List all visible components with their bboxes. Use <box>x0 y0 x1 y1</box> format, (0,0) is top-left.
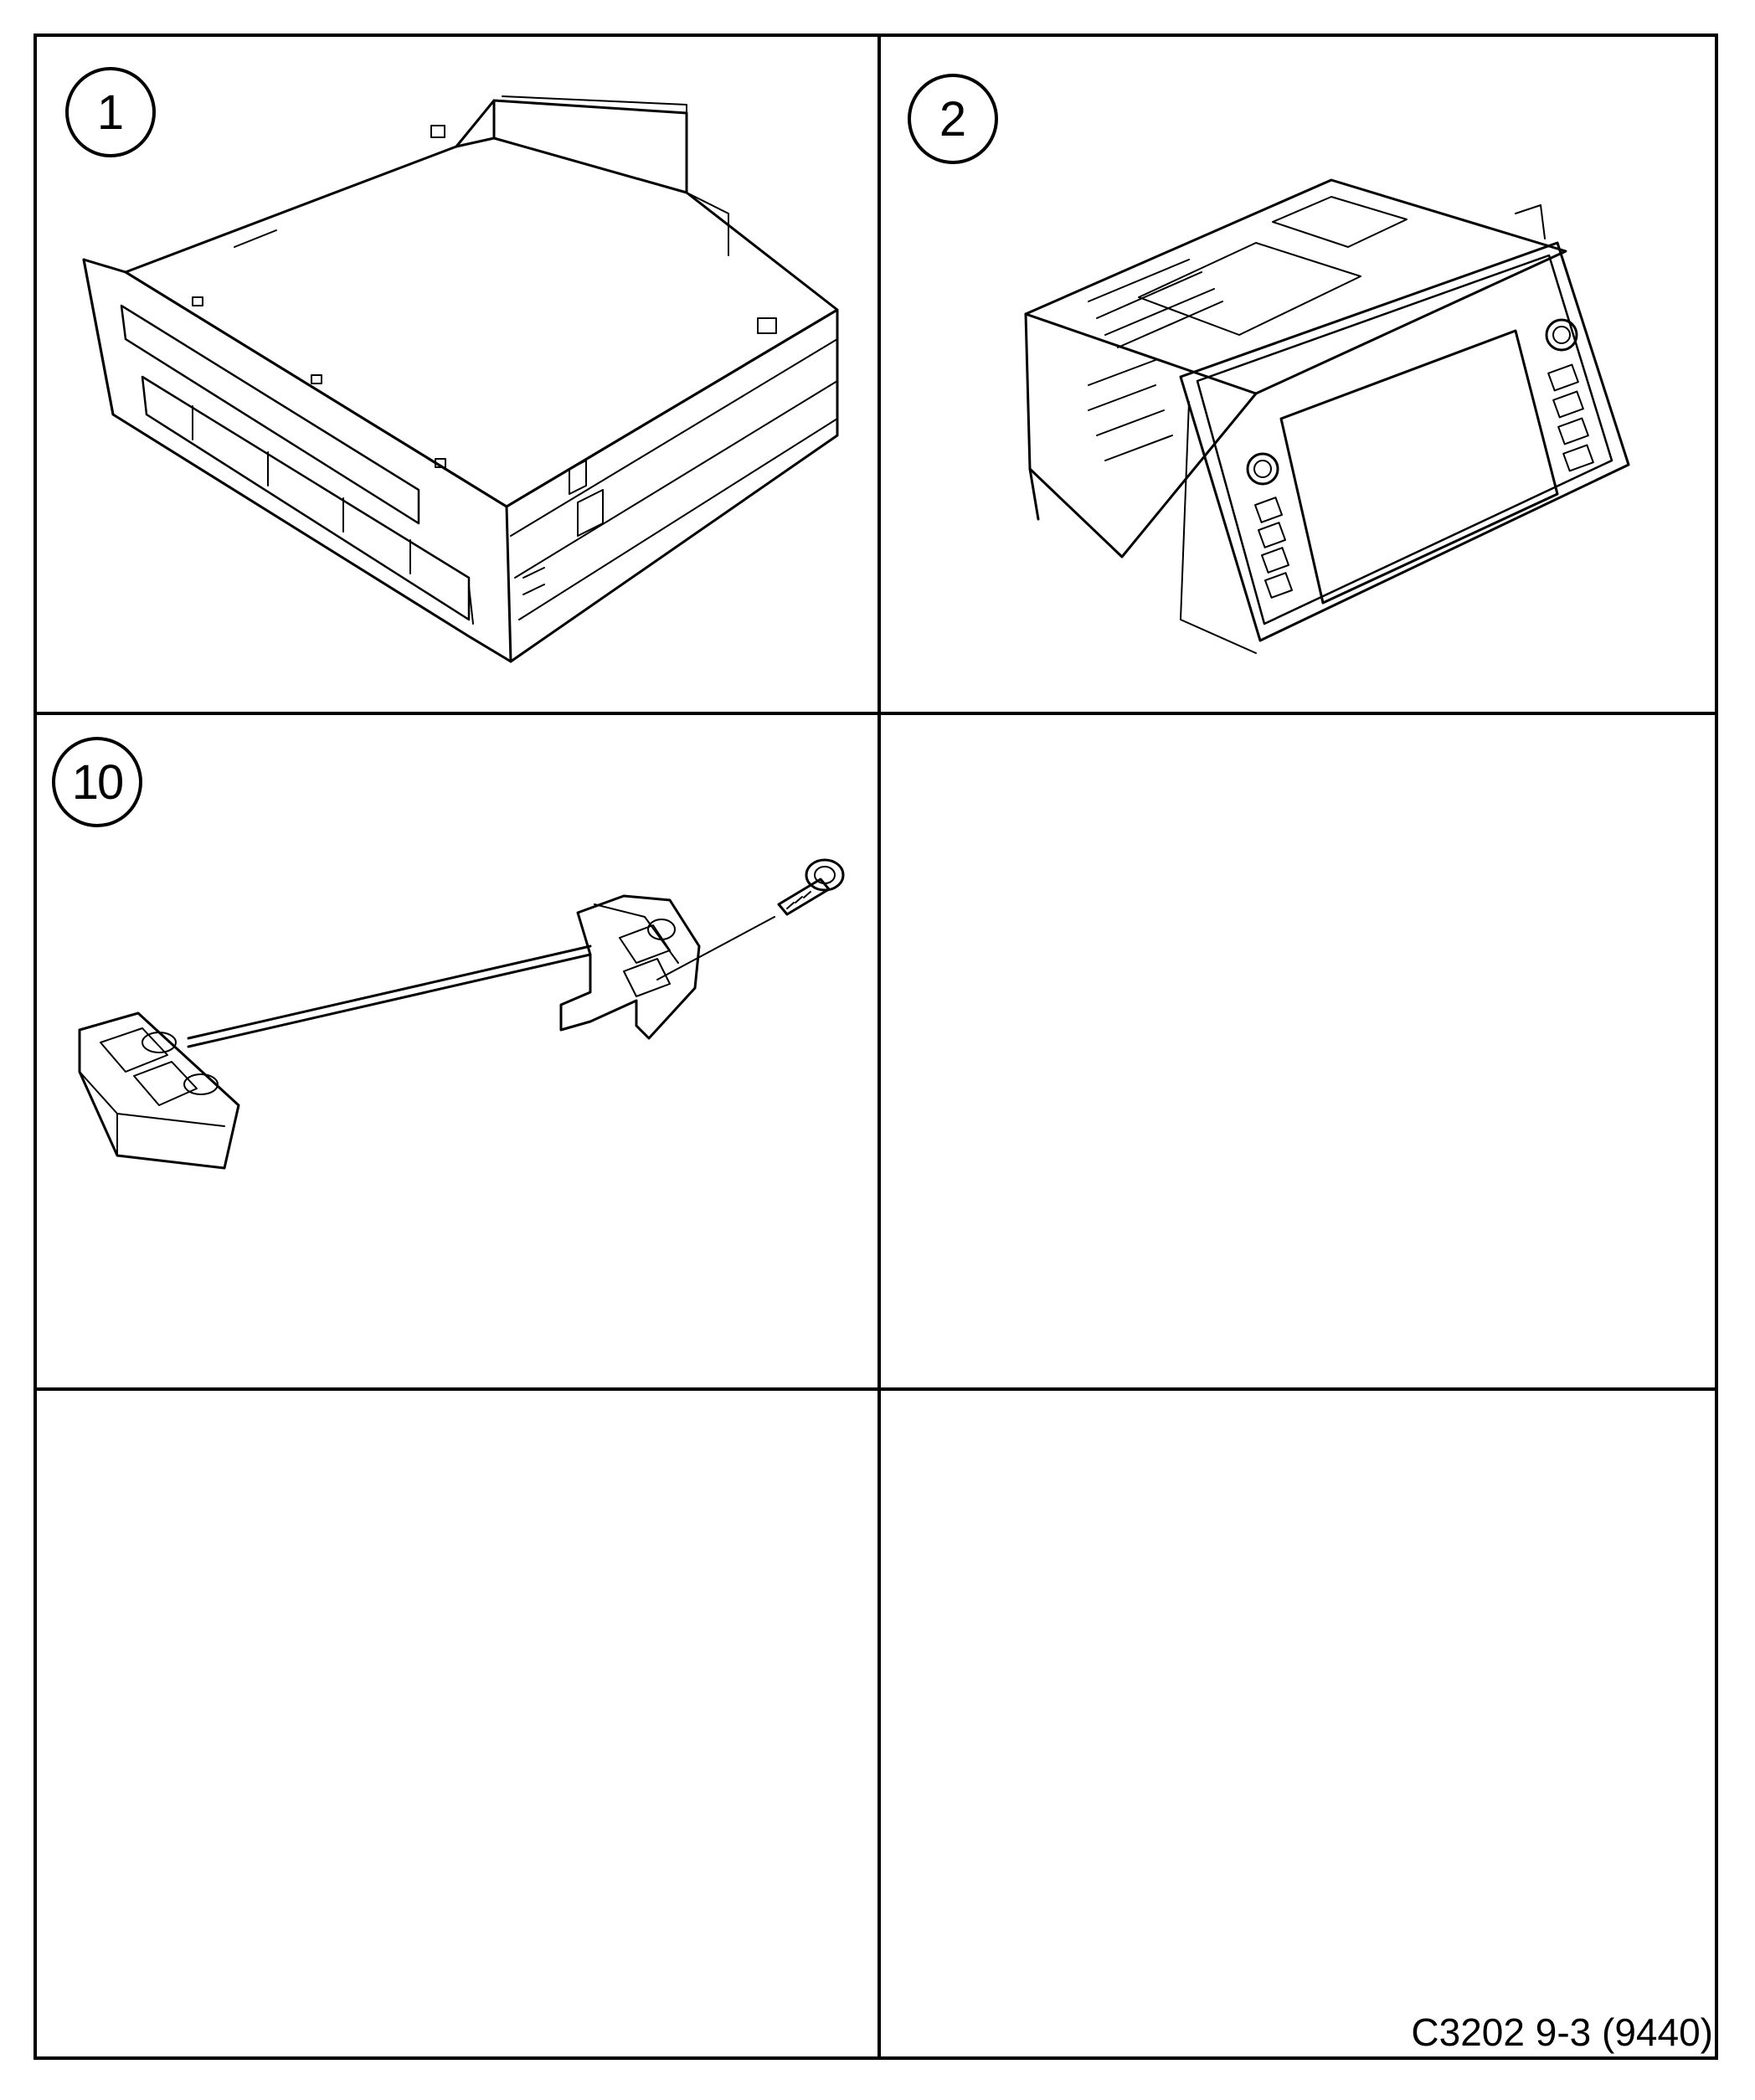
callout-item-10: 10 <box>52 737 142 827</box>
steering-control-illustration <box>78 858 845 1170</box>
navigation-unit-illustration <box>1024 178 1630 654</box>
cd-changer-illustration <box>82 95 839 663</box>
callout-item-1: 1 <box>65 67 156 157</box>
panel-divider-horizontal-bottom <box>33 1387 1718 1391</box>
callout-item-2: 2 <box>908 74 998 164</box>
panel-grid-frame <box>33 33 1718 2060</box>
panel-divider-vertical <box>878 33 881 2060</box>
panel-divider-horizontal-top <box>33 712 1718 715</box>
figure-code: C3202 9-3 (9440) <box>1411 2010 1713 2054</box>
